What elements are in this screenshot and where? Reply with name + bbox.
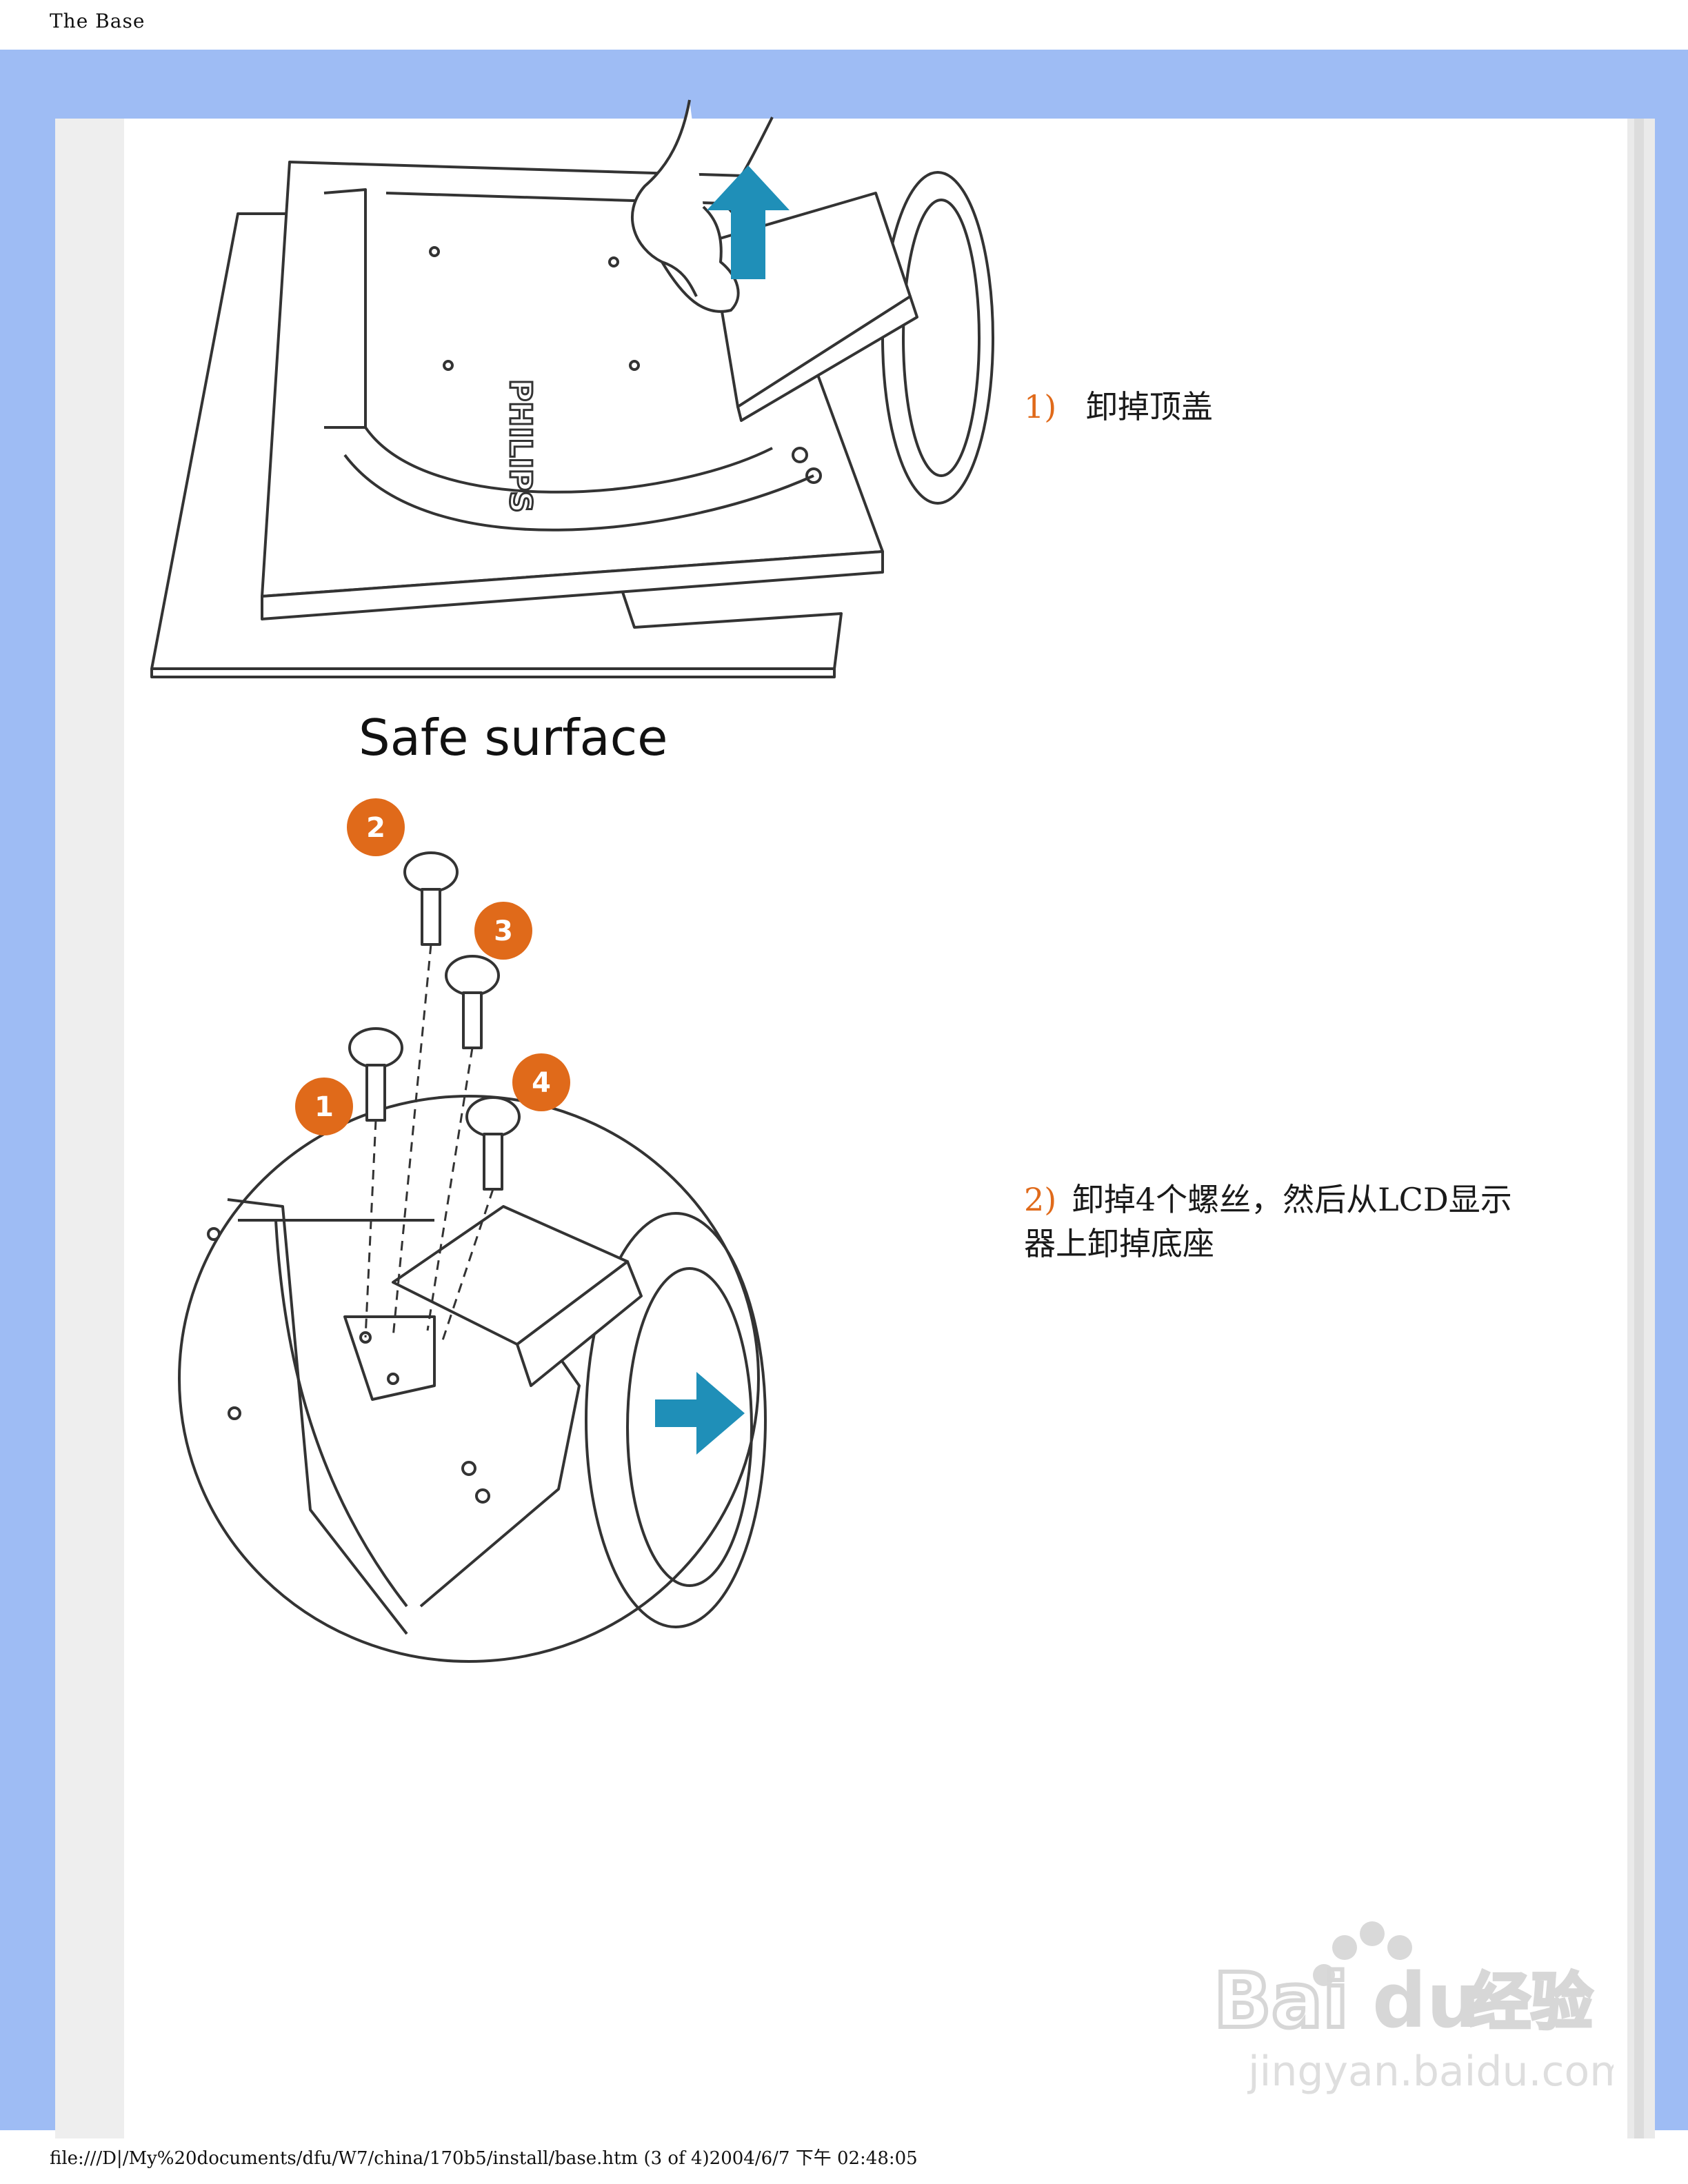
watermark-brand: Bai <box>1214 1957 1349 2045</box>
watermark-brand2: du <box>1372 1957 1480 2045</box>
page-title: The Base <box>50 10 145 32</box>
badge-3: 3 <box>494 916 513 947</box>
step-2: 2) 卸掉4个螺丝，然后从LCD显示 器上卸掉底座 <box>1024 1177 1512 1266</box>
brand-text: PHILIPS <box>503 379 538 513</box>
up-arrow-icon <box>707 165 790 279</box>
screw-2 <box>403 851 459 946</box>
step-1: 1) 卸掉顶盖 <box>1024 385 1213 429</box>
watermark-url: jingyan.baidu.com <box>1247 2048 1614 2096</box>
step-2-number: 2) <box>1024 1181 1057 1218</box>
safe-surface-caption: Safe surface <box>359 709 667 767</box>
base-screws-illustration: 2 3 1 4 <box>178 798 767 1663</box>
screw-4 <box>465 1096 521 1191</box>
screw-1 <box>348 1027 403 1122</box>
watermark-cn: 经验 <box>1469 1966 1593 2039</box>
step-2-text: 卸掉4个螺丝，然后从LCD显示 <box>1072 1181 1512 1218</box>
badge-4: 4 <box>532 1067 551 1099</box>
step-2-text-line2: 器上卸掉底座 <box>1024 1225 1214 1262</box>
baidu-watermark: Bai du 经验 jingyan.baidu.com <box>1212 1921 1614 2096</box>
step-1-number: 1) <box>1024 388 1057 425</box>
monitor-cover-illustration: PHILIPS Safe surface <box>150 99 994 767</box>
footer-status: file:///D|/My%20documents/dfu/W7/china/1… <box>50 2148 918 2169</box>
right-arrow-icon <box>655 1372 745 1455</box>
scrollbar[interactable] <box>1627 119 1655 2138</box>
screw-3 <box>445 955 500 1049</box>
badge-2: 2 <box>366 812 385 844</box>
badge-1: 1 <box>314 1091 334 1123</box>
step-1-text: 卸掉顶盖 <box>1085 388 1213 425</box>
